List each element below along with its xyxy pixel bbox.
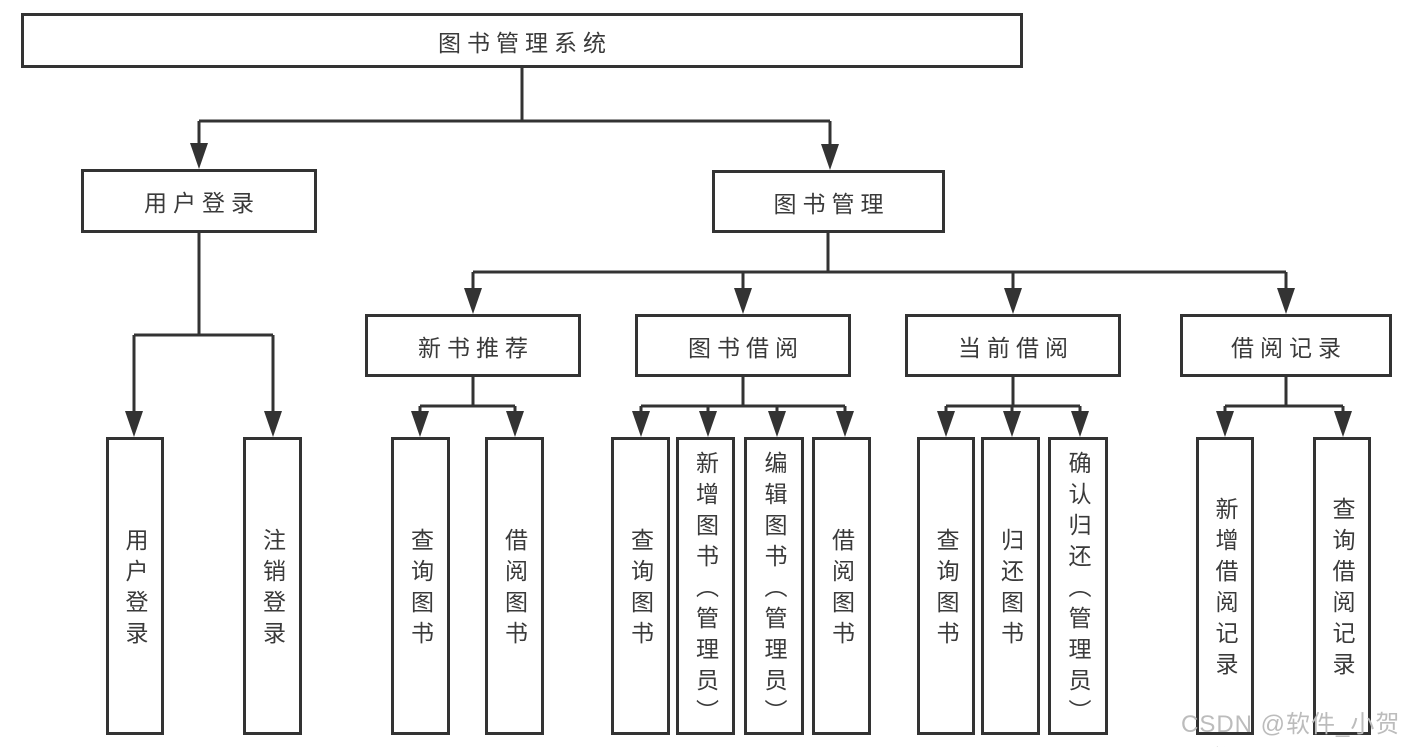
leaf-edit-book-admin: 编辑图书（管理员） bbox=[744, 437, 804, 735]
connector-current-borrow-children bbox=[937, 377, 1089, 437]
node-current-borrow: 当前借阅 bbox=[905, 314, 1121, 377]
connector-user-login-children bbox=[125, 233, 282, 437]
node-new-book-recommend: 新书推荐 bbox=[365, 314, 581, 377]
leaf-query-book-recommend: 查询图书 bbox=[391, 437, 450, 735]
node-root: 图书管理系统 bbox=[21, 13, 1023, 68]
leaf-logout: 注销登录 bbox=[243, 437, 302, 735]
leaf-confirm-return-admin: 确认归还（管理员） bbox=[1048, 437, 1108, 735]
connector-root-to-level2 bbox=[190, 68, 839, 170]
node-borrow-records: 借阅记录 bbox=[1180, 314, 1392, 377]
node-book-borrow: 图书借阅 bbox=[635, 314, 851, 377]
leaf-add-book-admin: 新增图书（管理员） bbox=[676, 437, 735, 735]
leaf-query-book-current: 查询图书 bbox=[917, 437, 975, 735]
leaf-return-book: 归还图书 bbox=[981, 437, 1040, 735]
csdn-watermark: CSDN @软件_小贺同学 bbox=[1181, 711, 1401, 747]
leaf-borrow-book-recommend: 借阅图书 bbox=[485, 437, 544, 735]
node-user-login: 用户登录 bbox=[81, 169, 317, 233]
connector-borrow-records-children bbox=[1216, 377, 1352, 437]
leaf-user-login: 用户登录 bbox=[106, 437, 164, 735]
connector-new-book-recommend-children bbox=[411, 377, 524, 437]
leaf-query-borrow-record: 查询借阅记录 bbox=[1313, 437, 1371, 735]
leaf-borrow-book: 借阅图书 bbox=[812, 437, 871, 735]
leaf-query-book-borrow: 查询图书 bbox=[611, 437, 670, 735]
leaf-add-borrow-record: 新增借阅记录 bbox=[1196, 437, 1254, 735]
connector-book-borrow-children bbox=[632, 377, 854, 437]
connector-book-management-children bbox=[464, 233, 1295, 314]
node-book-management: 图书管理 bbox=[712, 170, 945, 233]
